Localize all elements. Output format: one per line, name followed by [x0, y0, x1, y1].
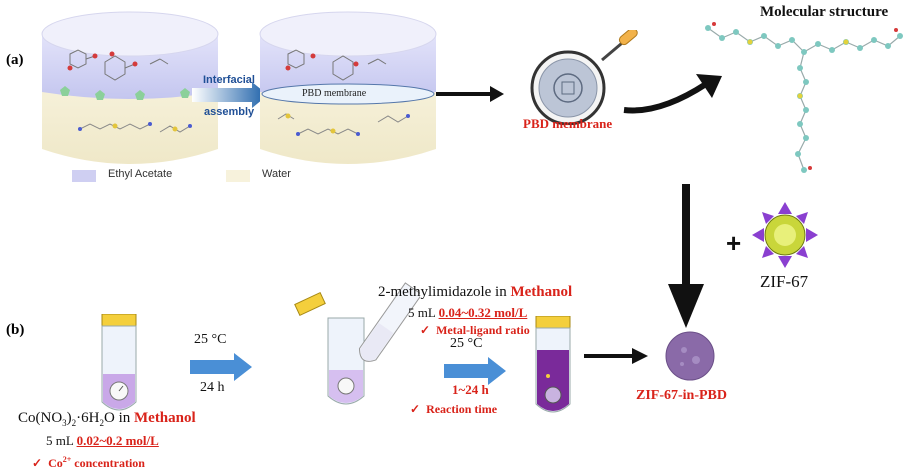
legend-swatch-water: [226, 170, 250, 182]
cobalt-nitrate-label: Co(NO3)2·6H2O in Methanol: [18, 410, 196, 428]
step1-temp: 25 °C: [194, 332, 227, 347]
molecular-structure-icon: [705, 22, 903, 173]
down-arrow: [668, 184, 704, 328]
mim-concentration-label: 5 mL 0.04~0.32 mol/L: [408, 305, 528, 320]
vial-mixing: [294, 282, 420, 405]
cobalt-concentration-label: 5 mL 0.02~0.2 mol/L: [46, 433, 159, 448]
pbd-membrane-pan-icon: [530, 30, 638, 125]
legend-label-ethyl-acetate: Ethyl Acetate: [108, 168, 173, 180]
panel-a-label: (a): [6, 52, 24, 68]
blue-arrow-2: [444, 357, 506, 385]
step2-time: 1~24 h: [452, 382, 489, 397]
curved-arrow: [623, 74, 722, 114]
pbd-membrane-label: PBD membrane: [523, 116, 613, 131]
check-icon: ✓: [32, 456, 43, 470]
right-arrow: [436, 86, 504, 102]
check-icon: ✓: [420, 323, 431, 337]
legend-label-water: Water: [262, 168, 291, 180]
product-label: ZIF-67-in-PBD: [636, 388, 727, 403]
test-tube-icon: [358, 282, 420, 362]
vial-product: [535, 316, 571, 413]
vial-cobalt: [101, 314, 137, 411]
interfacial-label: Interfacial: [203, 74, 255, 86]
step1-time: 24 h: [200, 380, 225, 395]
step2-check-label: ✓ Reaction time: [410, 402, 498, 416]
blue-arrow-1: [190, 353, 252, 381]
interfacial-assembly-arrow: [192, 82, 268, 108]
zif-67-icon: [752, 202, 818, 268]
panel-b-label: (b): [6, 322, 25, 338]
membrane-ellipse: [261, 83, 435, 105]
plus-sign: +: [726, 228, 742, 258]
zif-67-in-pbd-membrane-icon: [665, 331, 715, 381]
mim-check-label: ✓ Metal-ligand ratio: [420, 323, 530, 337]
beaker-left: [41, 11, 219, 164]
assembly-label: assembly: [204, 106, 255, 118]
cobalt-check-label: ✓ Co2+ concentration: [32, 455, 145, 470]
step2-temp: 25 °C: [450, 336, 483, 351]
mim-label: 2-methylimidazole in Methanol: [378, 284, 573, 300]
product-arrow: [584, 348, 648, 364]
molecular-structure-label: Molecular structure: [760, 4, 889, 20]
check-icon: ✓: [410, 402, 421, 416]
membrane-label: PBD membrane: [302, 88, 367, 99]
beaker-right: [259, 11, 437, 164]
legend-swatch-ethyl-acetate: [72, 170, 96, 182]
zif-67-label: ZIF-67: [760, 272, 809, 291]
